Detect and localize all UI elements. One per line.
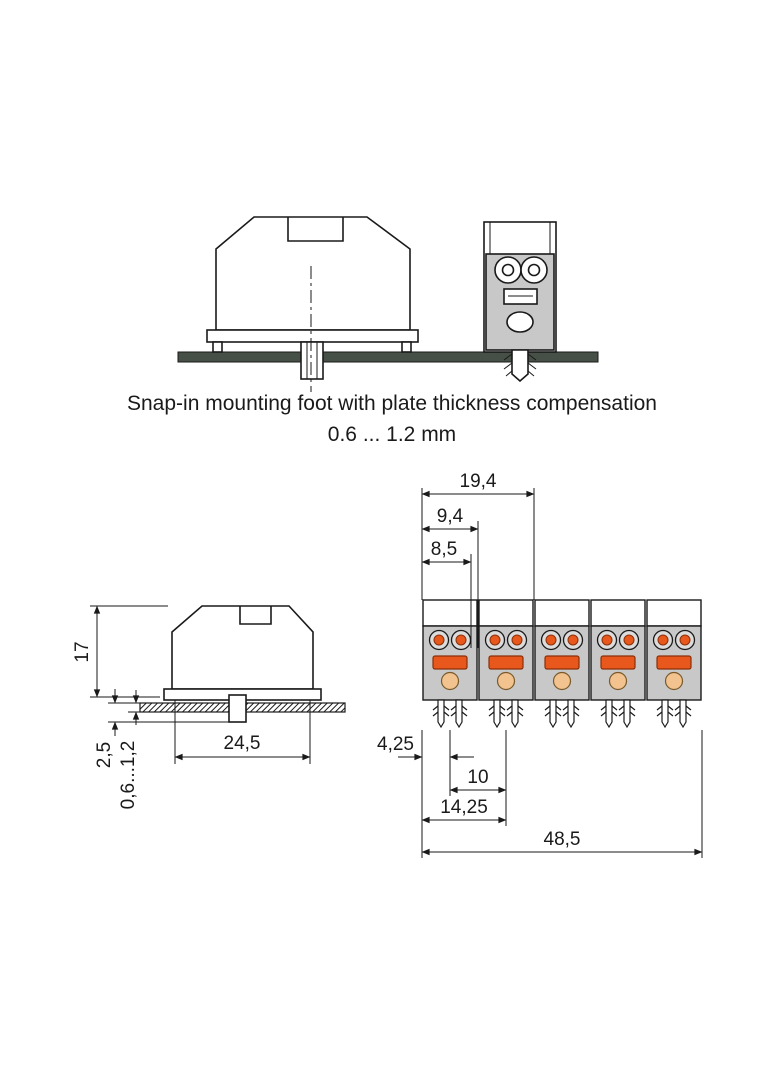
housing-outline: [215, 216, 411, 331]
dim-plate-thickness: 0,6...1,2: [118, 690, 140, 809]
dim-depth-8-5: 8,5: [421, 539, 472, 648]
dim-compensation-label: 2,5: [94, 742, 115, 768]
snap-in-foot-side: [300, 341, 324, 380]
dim-total-width: 48,5: [421, 730, 703, 858]
terminal-pole-5: [647, 600, 701, 727]
terminal-front-view: [483, 221, 557, 383]
dim-total-width-label: 48,5: [544, 829, 581, 850]
caption-line2: 0.6 ... 1.2 mm: [328, 423, 456, 446]
caption-line1: Snap-in mounting foot with plate thickne…: [127, 392, 657, 415]
terminal-pole-4: [591, 600, 645, 727]
dim-height-17: 17: [72, 605, 168, 698]
dim-edge-first-label: 4,25: [377, 734, 414, 755]
dim-depth-lower-label: 8,5: [431, 539, 457, 560]
dim-width-label: 24,5: [224, 733, 261, 754]
snap-in-foot: [228, 694, 247, 723]
housing-outline: [171, 605, 314, 690]
dim-pole-pitch: 10: [449, 730, 507, 826]
mounting-flange: [206, 329, 419, 343]
flange-clip-left: [212, 341, 223, 353]
dim-edge-to-second-pole: 14,25: [421, 797, 507, 824]
terminal-strip: [423, 600, 701, 727]
caption: Snap-in mounting foot with plate thickne…: [127, 392, 657, 446]
dim-edge-second-label: 14,25: [440, 797, 488, 818]
dim-depth-19-4: 19,4: [421, 471, 535, 600]
snap-in-foot-front: [503, 349, 537, 383]
dim-compensation-2-5: 2,5: [94, 689, 229, 768]
dim-edge-to-first-pole: 4,25: [377, 730, 474, 858]
terminal-pole-1: [423, 600, 477, 727]
terminal-pole-2: [479, 600, 533, 727]
terminal-side-view: [206, 216, 419, 392]
front-view-drawing: 19,4 9,4 8,5 4,25 10 14,25: [377, 471, 703, 858]
test-port: [506, 311, 534, 333]
flange-clip-right: [401, 341, 412, 353]
dim-pitch-label: 10: [467, 767, 488, 788]
dim-depth-upper-label: 9,4: [437, 506, 464, 527]
terminal-pole-3: [535, 600, 589, 727]
dim-depth-9-4: 9,4: [421, 506, 479, 648]
dim-width-24-5: 24,5: [174, 700, 311, 764]
mounting-plate: [177, 351, 599, 363]
dim-depth-total-label: 19,4: [460, 471, 497, 492]
conductor-entry-left: [494, 256, 522, 284]
housing-notch: [287, 217, 344, 242]
dim-plate-thickness-label: 0,6...1,2: [118, 741, 139, 810]
top-assembly-view: [177, 216, 599, 392]
side-view-drawing: 17 2,5 0,6...1,2 24,5: [72, 605, 346, 809]
conductor-entry-right: [520, 256, 548, 284]
housing-notch: [239, 606, 272, 625]
dim-height-label: 17: [72, 641, 93, 662]
